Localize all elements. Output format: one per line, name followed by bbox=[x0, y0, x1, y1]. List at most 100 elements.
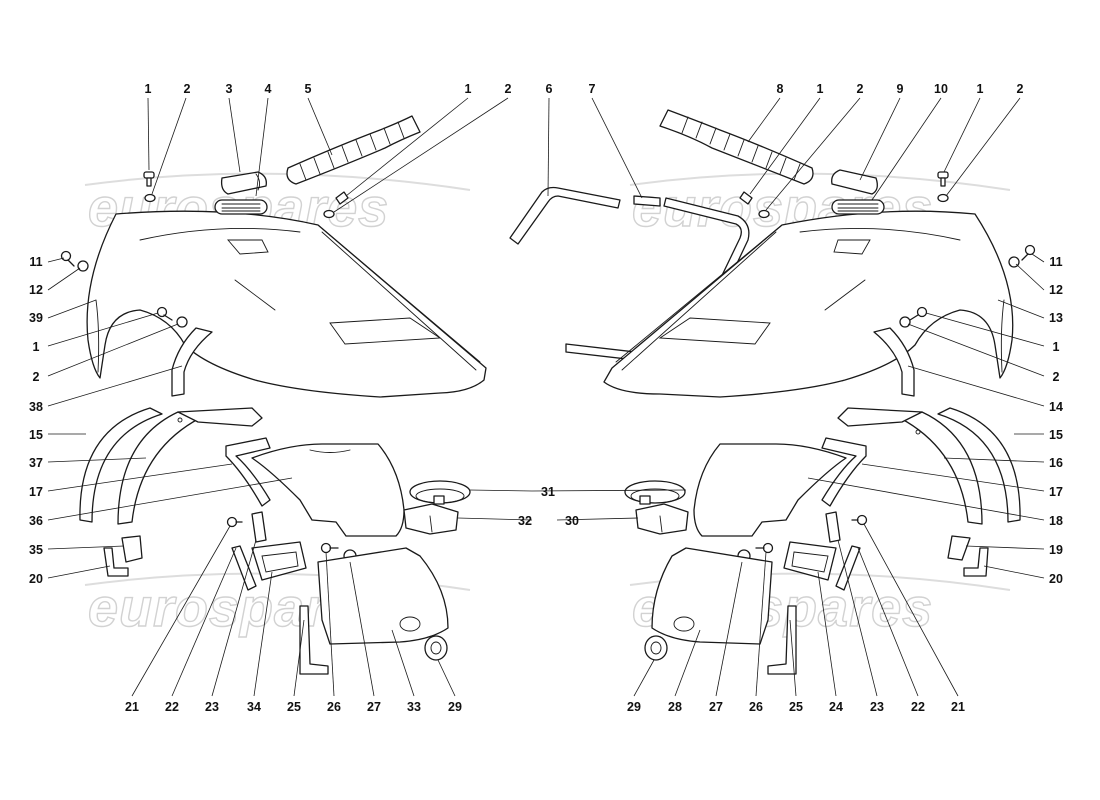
part-25-angle-left bbox=[299, 605, 329, 675]
callout: 2 bbox=[184, 82, 191, 96]
part-11-bolt-right bbox=[1021, 244, 1036, 261]
callout: 11 bbox=[29, 255, 42, 269]
part-10-grille bbox=[831, 199, 885, 215]
callout: 26 bbox=[327, 700, 341, 714]
part-36-inner-panel-left bbox=[251, 443, 405, 537]
part-19-clip-right bbox=[947, 535, 971, 561]
part-17-seal-left bbox=[225, 437, 271, 507]
callout: 12 bbox=[1049, 283, 1063, 297]
callouts-top-left: 1 2 3 4 5 1 2 6 bbox=[145, 82, 553, 96]
right-fender-panel bbox=[603, 210, 1014, 398]
callout: 26 bbox=[749, 700, 763, 714]
callout: 36 bbox=[29, 514, 43, 528]
part-21-screw-left bbox=[226, 516, 243, 528]
part-16-arch-liner-right bbox=[837, 407, 983, 525]
callout: 24 bbox=[829, 700, 843, 714]
callout: 2 bbox=[505, 82, 512, 96]
part-15-arch-trim-left bbox=[79, 407, 163, 523]
part-29-grommet-left bbox=[424, 635, 448, 661]
part-1-bolt-mid-right bbox=[739, 191, 753, 205]
callout: 38 bbox=[29, 400, 43, 414]
part-28-lower-panel-right bbox=[651, 547, 773, 645]
callout: 22 bbox=[165, 700, 179, 714]
part-33-lower-panel-left bbox=[317, 547, 449, 645]
part-3-duct-end bbox=[220, 171, 267, 195]
callouts-bottom-left: 21 22 23 34 25 26 27 33 29 bbox=[125, 700, 462, 714]
callout: 1 bbox=[33, 340, 40, 354]
callout: 1 bbox=[145, 82, 152, 96]
callout: 17 bbox=[1049, 485, 1063, 499]
callout: 2 bbox=[857, 82, 864, 96]
callout: 30 bbox=[565, 514, 579, 528]
part-12-washer-left bbox=[77, 260, 89, 272]
callout: 19 bbox=[1049, 543, 1063, 557]
part-1-bolt-fender-right bbox=[909, 306, 928, 321]
callout: 34 bbox=[247, 700, 261, 714]
part-20-clip-left bbox=[103, 547, 129, 577]
callout: 1 bbox=[977, 82, 984, 96]
left-fender-panel bbox=[86, 210, 487, 398]
part-2-washer-top-left bbox=[144, 193, 156, 203]
callouts-middle: 31 32 30 bbox=[518, 485, 579, 528]
callout: 8 bbox=[777, 82, 784, 96]
part-17-seal-right bbox=[821, 437, 867, 507]
part-4-grille bbox=[214, 199, 268, 215]
callout: 31 bbox=[541, 485, 555, 499]
callouts-left: 11 12 39 1 2 38 15 37 17 36 35 20 bbox=[29, 255, 43, 586]
callouts-top-right: 7 8 1 2 9 10 1 2 bbox=[589, 82, 1024, 96]
part-32-bracket-left bbox=[403, 503, 459, 535]
part-23-strip-left bbox=[231, 545, 257, 591]
callout: 23 bbox=[870, 700, 884, 714]
callout: 23 bbox=[205, 700, 219, 714]
callouts-right: 11 12 13 1 2 14 15 16 17 18 19 20 bbox=[1049, 255, 1063, 586]
part-8-hose bbox=[659, 109, 814, 185]
callout: 14 bbox=[1049, 400, 1063, 414]
callout: 12 bbox=[29, 283, 43, 297]
callout: 11 bbox=[1049, 255, 1062, 269]
part-2-washer-mid-left bbox=[323, 209, 335, 219]
part-21-screw-right bbox=[851, 514, 868, 526]
callout: 7 bbox=[589, 82, 596, 96]
callout: 13 bbox=[1049, 311, 1063, 325]
part-20-clip-right bbox=[963, 547, 989, 577]
callout: 21 bbox=[951, 700, 965, 714]
part-26-screw-right bbox=[755, 542, 774, 554]
leader-lines bbox=[47, 97, 1045, 697]
part-23-strip-right bbox=[835, 545, 861, 591]
part-31-clamp-right bbox=[624, 480, 686, 505]
callout: 27 bbox=[709, 700, 723, 714]
callout: 4 bbox=[265, 82, 272, 96]
callout: 20 bbox=[29, 572, 43, 586]
part-22-strip-right bbox=[825, 511, 841, 543]
part-2-washer-fender-left bbox=[176, 316, 188, 328]
part-26-screw-left bbox=[320, 542, 339, 554]
part-24-bracket-right bbox=[783, 541, 837, 581]
callout: 33 bbox=[407, 700, 421, 714]
callout: 29 bbox=[627, 700, 641, 714]
callout: 9 bbox=[897, 82, 904, 96]
callout: 22 bbox=[911, 700, 925, 714]
callout: 3 bbox=[226, 82, 233, 96]
callout: 25 bbox=[287, 700, 301, 714]
callout: 15 bbox=[29, 428, 43, 442]
part-1-bolt-top-right bbox=[937, 171, 949, 187]
callout: 20 bbox=[1049, 572, 1063, 586]
callout: 6 bbox=[546, 82, 553, 96]
callout: 32 bbox=[518, 514, 532, 528]
callout: 1 bbox=[465, 82, 472, 96]
part-15-arch-trim-right bbox=[937, 407, 1021, 523]
callout: 25 bbox=[789, 700, 803, 714]
callout: 17 bbox=[29, 485, 43, 499]
part-2-washer-fender-right bbox=[899, 316, 911, 328]
callout: 1 bbox=[817, 82, 824, 96]
part-37-arch-liner-left bbox=[117, 407, 263, 525]
part-11-bolt-left bbox=[60, 250, 75, 267]
callout: 2 bbox=[1053, 370, 1060, 384]
callout: 21 bbox=[125, 700, 139, 714]
callout: 28 bbox=[668, 700, 682, 714]
part-2-washer-mid-right bbox=[758, 209, 770, 219]
callout: 37 bbox=[29, 456, 43, 470]
callout: 27 bbox=[367, 700, 381, 714]
part-1-bolt-top-left bbox=[143, 171, 155, 187]
